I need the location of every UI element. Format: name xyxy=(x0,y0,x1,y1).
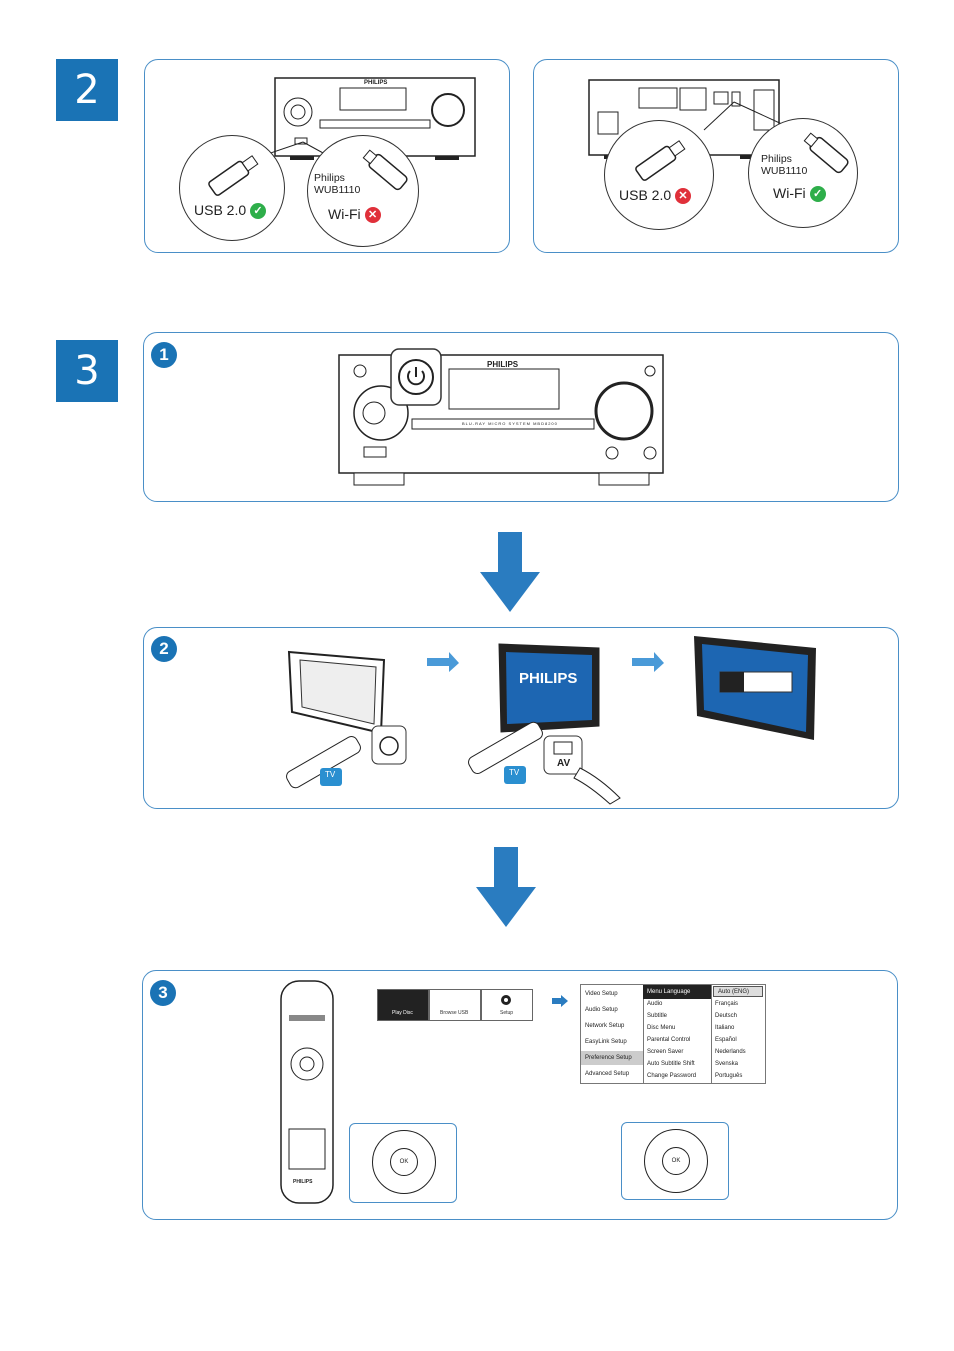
av-input-label: AV xyxy=(557,758,571,769)
wifi-dongle-icon xyxy=(803,132,849,174)
step-3-menu-panel: 3 PHILIPS Play Disc Browse USB Setup OK … xyxy=(142,970,898,1220)
wifi-model: WUB1110 xyxy=(761,165,808,177)
wifi-dongle-icon xyxy=(362,149,408,191)
navigation-pad-2[interactable]: OK xyxy=(621,1122,729,1200)
setup-item-selected[interactable]: Preference Setup xyxy=(581,1051,643,1065)
wifi-brand: Philips xyxy=(761,153,792,165)
setup-option[interactable]: Change Password xyxy=(647,1073,697,1079)
substep-1-number: 1 xyxy=(151,342,177,368)
wifi-brand: Philips xyxy=(314,172,345,184)
micro-system-front-illustration xyxy=(249,77,476,166)
setup-value[interactable]: Italiano xyxy=(715,1025,735,1031)
setup-option[interactable]: Screen Saver xyxy=(647,1049,684,1055)
step-2-rear-wifi-panel: USB 2.0 ✕ Philips WUB1110 Wi-Fi ✓ xyxy=(533,59,899,253)
setup-option[interactable]: Disc Menu xyxy=(647,1025,676,1031)
ok-button-label: OK xyxy=(671,1158,681,1164)
cross-icon: ✕ xyxy=(364,207,381,224)
usb-label: USB 2.0 xyxy=(619,187,672,203)
substep-3-number: 3 xyxy=(150,980,176,1006)
ok-button-label: OK xyxy=(399,1159,409,1165)
setup-option-selected[interactable]: Menu Language xyxy=(643,985,711,999)
setup-menu: Video Setup Audio Setup Network Setup Ea… xyxy=(580,984,766,1084)
device-brand-logo: PHILIPS xyxy=(487,360,519,369)
setup-option[interactable]: Auto Subtitle Shift xyxy=(647,1061,695,1067)
device-caption: BLU-RAY MICRO SYSTEM MBD8200 xyxy=(462,421,558,426)
cross-icon: ✕ xyxy=(675,188,692,205)
wifi-label: Wi-Fi xyxy=(328,206,361,222)
setup-value[interactable]: Svenska xyxy=(715,1061,739,1067)
down-arrow-icon xyxy=(480,532,540,612)
right-arrow-icon xyxy=(552,995,568,1007)
setup-item[interactable]: Video Setup xyxy=(585,991,618,997)
step-3-tv-setup-panel: 2 PHILIPS TV TV AV xyxy=(143,627,899,809)
setup-item[interactable]: Audio Setup xyxy=(585,1007,618,1013)
gear-icon xyxy=(501,995,511,1005)
setup-option[interactable]: Subtitle xyxy=(647,1013,668,1019)
usb-stick-callout-rear: USB 2.0 ✕ xyxy=(604,120,714,230)
tv-icon-label-1: TV xyxy=(325,770,336,779)
setup-value[interactable]: Português xyxy=(715,1073,743,1079)
setup-item[interactable]: EasyLink Setup xyxy=(585,1039,627,1045)
tv-splash-brand: PHILIPS xyxy=(519,670,578,687)
tv-sequence-illustration xyxy=(286,636,816,805)
usb-stick-icon xyxy=(208,155,259,196)
setup-option[interactable]: Audio xyxy=(647,1001,663,1007)
remote-control-illustration xyxy=(280,980,334,1204)
check-icon: ✓ xyxy=(250,203,267,220)
step-2-front-usb-panel: PHILIPS USB 2.0 ✓ Philips WUB1110 Wi-Fi xyxy=(144,59,510,253)
setup-value[interactable]: Français xyxy=(715,1001,739,1007)
setup-left-column: Video Setup Audio Setup Network Setup Ea… xyxy=(581,985,644,1083)
setup-item[interactable]: Network Setup xyxy=(585,1023,625,1029)
remote-brand: PHILIPS xyxy=(293,1179,313,1185)
setup-option[interactable]: Parental Control xyxy=(647,1037,691,1043)
home-menu-browse-usb[interactable]: Browse USB xyxy=(429,989,481,1021)
usb-stick-icon xyxy=(635,140,686,181)
step-3-badge: 3 xyxy=(56,340,118,402)
step-3-power-on-panel: 1 PHILIPS BLU-RAY MICRO SYSTEM MBD8200 xyxy=(143,332,899,502)
setup-value[interactable]: Nederlands xyxy=(715,1049,746,1055)
wifi-dongle-callout: Philips WUB1110 Wi-Fi ✕ xyxy=(307,135,419,247)
setup-right-column: Auto (ENG) Français Deutsch Italiano Esp… xyxy=(711,985,765,1083)
usb-stick-callout: USB 2.0 ✓ xyxy=(179,135,285,241)
home-menu-setup[interactable]: Setup xyxy=(481,989,533,1021)
micro-system-front-large xyxy=(338,348,664,486)
step-2-badge: 2 xyxy=(56,59,118,121)
setup-value[interactable]: Deutsch xyxy=(715,1013,738,1019)
down-arrow-icon xyxy=(476,847,536,927)
usb-label: USB 2.0 xyxy=(194,202,247,218)
setup-value[interactable]: Español xyxy=(715,1037,737,1043)
wifi-dongle-callout-rear: Philips WUB1110 Wi-Fi ✓ xyxy=(748,118,858,228)
device-brand-logo: PHILIPS xyxy=(364,80,388,86)
setup-value-selected[interactable]: Auto (ENG) xyxy=(713,986,763,997)
navigation-pad[interactable]: OK xyxy=(349,1123,457,1203)
tv-icon-label-2: TV xyxy=(509,768,520,777)
check-icon: ✓ xyxy=(809,186,826,203)
home-menu-play-disc[interactable]: Play Disc xyxy=(377,989,429,1021)
wifi-label: Wi-Fi xyxy=(773,185,806,201)
setup-item[interactable]: Advanced Setup xyxy=(585,1071,630,1077)
wifi-model: WUB1110 xyxy=(314,184,361,196)
setup-mid-column: Menu Language Audio Subtitle Disc Menu P… xyxy=(643,985,712,1083)
substep-2-number: 2 xyxy=(151,636,177,662)
